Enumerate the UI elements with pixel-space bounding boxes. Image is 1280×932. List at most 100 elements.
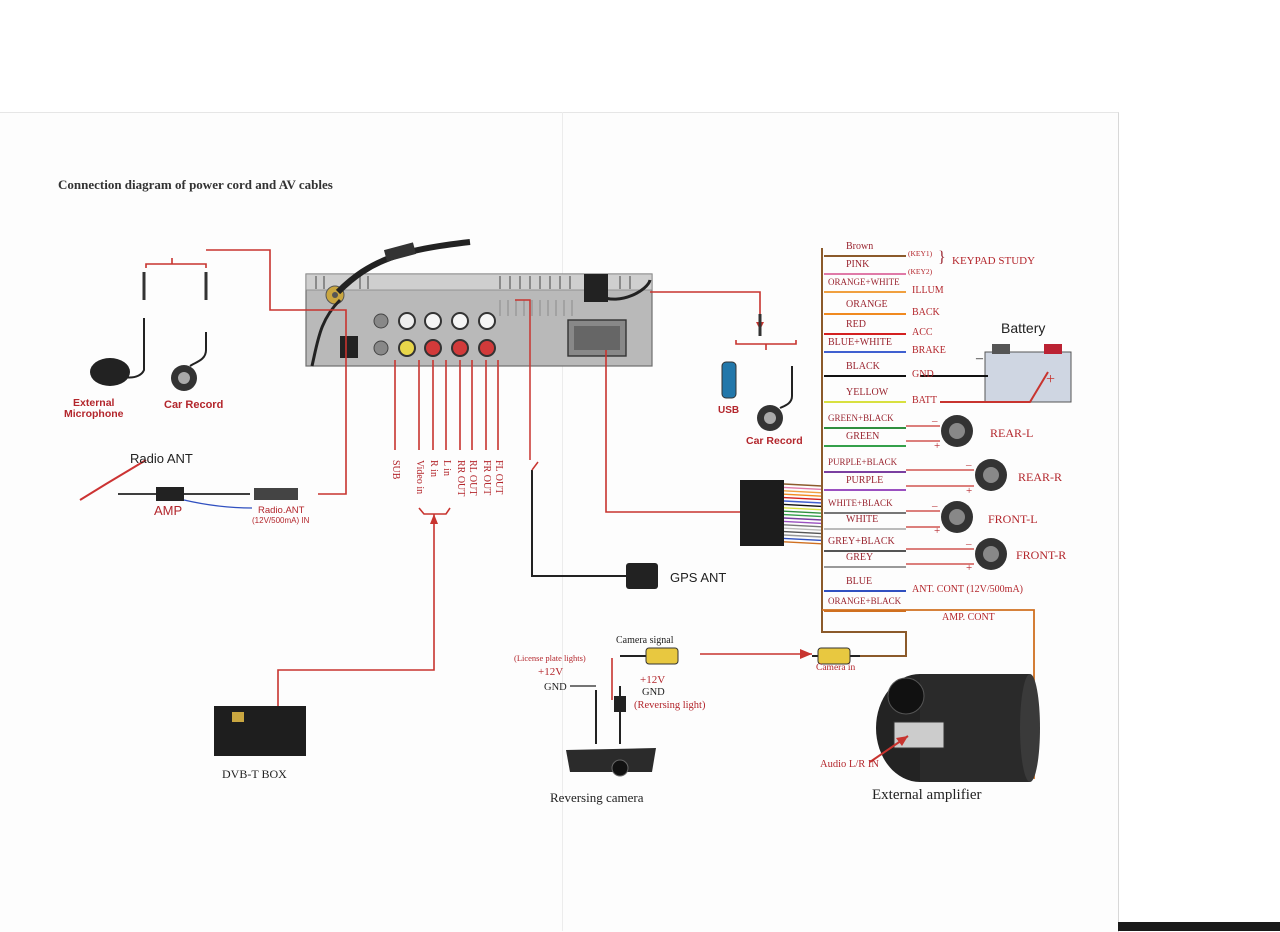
harness-wire-label: ORANGE+BLACK: [828, 596, 902, 606]
harness-wire-label: GREY+BLACK: [828, 536, 895, 547]
front-r-plus: +: [966, 562, 973, 574]
head-unit: [305, 239, 653, 367]
harness-function-label: (KEY1): [908, 249, 933, 258]
harness-function-label: ACC: [912, 327, 933, 338]
harness-wire-label: GREEN+BLACK: [828, 413, 894, 423]
harness-wire-line: [824, 375, 906, 377]
harness-fan-wire: [783, 503, 823, 508]
external-microphone-label: External Microphone: [64, 397, 124, 421]
harness-wire-line: [824, 590, 906, 592]
harness-fan-wire: [783, 524, 823, 528]
rear-l-plus: +: [934, 440, 941, 452]
front-r-label: FRONT-R: [1016, 548, 1067, 562]
rca-label-fr-out: FR OUT: [481, 460, 492, 496]
camera-signal-label: Camera signal: [616, 635, 674, 646]
rca-label-video-in: Video in: [414, 460, 425, 495]
harness-function-label: (KEY2): [908, 267, 933, 276]
battery-graphic: [920, 344, 1072, 403]
harness-wire-label: PINK: [846, 259, 870, 270]
harness-fan-wire: [783, 493, 823, 497]
paper-fold: [562, 112, 563, 931]
front-l-plus: +: [934, 525, 941, 537]
battery-minus: –: [976, 351, 983, 366]
rca-label-sub: SUB: [390, 460, 401, 480]
camera-graphic: [566, 647, 860, 777]
gps-ant-label: GPS ANT: [670, 570, 727, 585]
paper-sheet: [0, 112, 1119, 932]
front-r-minus: –: [966, 538, 972, 550]
rca-label-rr-out: RR OUT: [455, 460, 466, 497]
harness-function-label: BRAKE: [912, 345, 946, 356]
camera-in-label: Camera in: [816, 663, 856, 673]
radio-ant-in-label-2: (12V/500mA) IN: [252, 516, 310, 525]
keypad-brace: }: [938, 249, 946, 266]
harness-wire-line: [824, 445, 906, 447]
harness-wire-label: PURPLE: [846, 475, 884, 486]
dvbt-box-graphic: [214, 706, 306, 756]
scan-edge: [1118, 922, 1280, 931]
radio-ant-in-label-1: Radio.ANT: [258, 505, 305, 516]
gnd-a-label: GND: [544, 682, 567, 693]
harness-wire-label: YELLOW: [846, 387, 889, 398]
harness-fan-wire: [783, 510, 823, 514]
harness-function-label: ANT. CONT (12V/500mA): [912, 584, 1024, 595]
harness-wire-line: [824, 512, 906, 514]
harness-wire-line: [824, 255, 906, 257]
harness-function-label: AMP. CONT: [942, 612, 995, 623]
plus12v-b-label: +12V: [640, 674, 666, 686]
harness-wire-line: [824, 610, 906, 612]
harness-fan-wire: [783, 513, 823, 518]
harness-wire-line: [824, 528, 906, 530]
amplifier-graphic: [869, 674, 1040, 782]
harness-fan-wire: [783, 520, 823, 525]
harness-wire-label: ORANGE+WHITE: [828, 277, 900, 287]
harness-wire-label: PURPLE+BLACK: [828, 457, 898, 467]
rear-l-label: REAR-L: [990, 426, 1034, 440]
rca-label-l-in: L in: [441, 460, 452, 477]
keypad-study-label: KEYPAD STUDY: [952, 255, 1036, 267]
rca-label-r-in: R in: [428, 460, 439, 477]
harness-wire-line: [824, 471, 906, 473]
battery-plus: +: [1046, 371, 1056, 388]
harness-wire-label: WHITE: [846, 514, 879, 525]
harness-fan-wire: [783, 517, 823, 521]
harness-wire-label: RED: [846, 319, 866, 330]
battery-label: Battery: [1001, 320, 1046, 336]
speaker-graphics: [906, 415, 1007, 570]
reversing-camera-label: Reversing camera: [550, 790, 644, 805]
harness-wire-line: [824, 401, 906, 403]
harness-wire-line: [824, 351, 906, 353]
harness-wire-label: ORANGE: [846, 299, 888, 310]
external-amplifier-label: External amplifier: [872, 787, 982, 803]
rear-l-minus: –: [932, 415, 938, 427]
rear-r-label: REAR-R: [1018, 470, 1063, 484]
harness-connector: [740, 480, 823, 546]
harness-function-label: ILLUM: [912, 285, 944, 296]
car-record-label: Car Record: [164, 399, 224, 411]
left-accessories: [79, 272, 298, 509]
front-l-label: FRONT-L: [988, 512, 1038, 526]
harness-fan-wire: [783, 530, 823, 535]
harness-wire-line: [824, 291, 906, 293]
harness-fan-wire: [783, 490, 823, 494]
gnd-b-label: GND: [642, 687, 665, 698]
harness-wire-label: WHITE+BLACK: [828, 498, 893, 508]
gps-cable: [515, 299, 658, 589]
harness-wire-label: BLACK: [846, 361, 880, 372]
harness-wire-label: GREEN: [846, 431, 880, 442]
harness-wire-line: [824, 550, 906, 552]
rear-r-plus: +: [966, 485, 973, 497]
audio-lr-in-label: Audio L/R IN: [820, 759, 879, 770]
harness-fan-wire: [783, 527, 823, 531]
harness-function-label: BACK: [912, 307, 940, 318]
dvbt-box-label: DVB-T BOX: [222, 767, 287, 781]
harness-fan-wire: [783, 496, 823, 501]
harness-wire-label: GREY: [846, 552, 874, 563]
harness-wire-line: [824, 427, 906, 429]
license-plate-lights-label: (License plate lights): [514, 653, 586, 663]
front-l-minus: –: [932, 500, 938, 512]
harness-fan-wire: [783, 541, 823, 545]
harness-wire-line: [824, 566, 906, 568]
harness-wire-line: [824, 333, 906, 335]
